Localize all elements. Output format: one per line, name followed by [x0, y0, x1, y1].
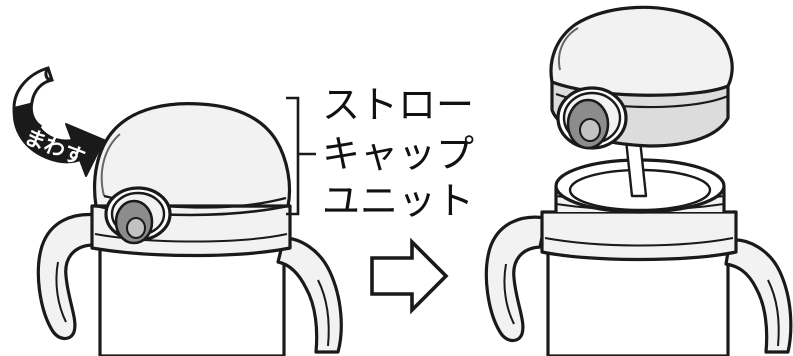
- part-label-line-3: ユニット: [322, 179, 474, 223]
- bottle-body-left: [98, 246, 286, 356]
- cap-lifted: [549, 5, 734, 150]
- collar-right: [540, 210, 738, 262]
- bottle-body-right: [546, 250, 730, 356]
- cap-dome-right: [549, 5, 734, 97]
- curved-rotate-arrow-icon: まわす: [12, 66, 105, 177]
- handle-right-a: [484, 215, 548, 343]
- cap-dome-left: [93, 102, 292, 208]
- part-label-line-2: キャップ: [322, 132, 474, 176]
- handle-right-b: [724, 238, 793, 354]
- right-outline-arrow-icon: [370, 237, 449, 315]
- handle-left-b: [276, 236, 343, 354]
- part-bracket: [286, 96, 316, 216]
- push-button-right: [556, 86, 628, 150]
- bottle-opened: [484, 138, 793, 356]
- bottle-assembled: [36, 102, 343, 356]
- part-label: ストロー キャップ ユニット: [322, 83, 474, 223]
- push-button-left: [104, 186, 172, 245]
- part-label-line-1: ストロー: [322, 83, 474, 127]
- handle-left-a: [36, 212, 100, 341]
